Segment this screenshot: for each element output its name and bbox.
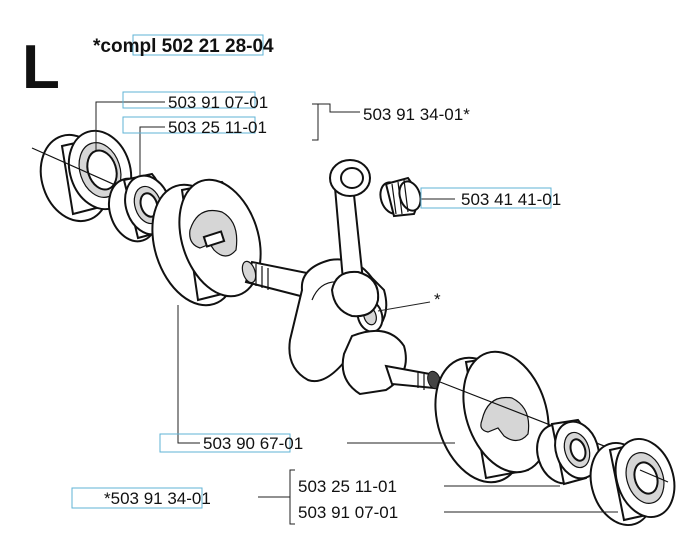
right-seal-drawing [536,418,600,486]
part-number-right-seal: 503 25 11-01 [298,477,397,496]
part-number-left-bearing: 503 91 07-01 [168,93,268,112]
crankshaft-asterisk: * [434,290,441,309]
part-number-bearing-kit-top: 503 91 34-01* [363,105,470,124]
part-number-right-bearing: 503 91 07-01 [298,503,398,522]
part-number-flywheel-half: 503 90 67-01 [203,434,303,453]
annotation-boxes [71,34,552,509]
needle-bearing-drawing [379,176,422,218]
right-crank-half-drawing [434,350,550,484]
part-number-bearing-kit-bottom: *503 91 34-01 [104,489,211,508]
left-crank-half-drawing [151,178,262,307]
section-letter: L [22,33,60,102]
part-number-left-seal: 503 25 11-01 [168,118,267,137]
leader-lines [95,101,618,525]
complete-assembly-label: *compl 502 21 28-04 [93,36,274,57]
right-bearing-drawing [589,437,676,527]
left-seal-drawing [107,172,172,243]
part-number-needle-bearing: 503 41 41-01 [461,190,561,209]
crankshaft-drawing [241,159,441,396]
left-bearing-drawing [39,129,133,223]
